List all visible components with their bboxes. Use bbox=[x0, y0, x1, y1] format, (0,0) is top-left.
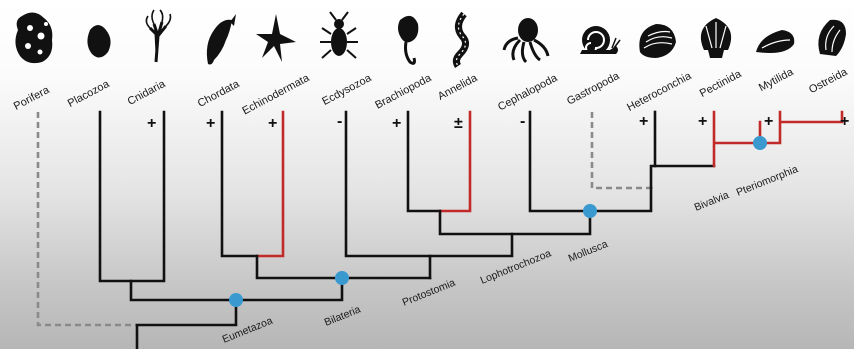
taxon-label-gastropoda: Gastropoda bbox=[565, 70, 622, 108]
mark-annelida: ± bbox=[454, 115, 463, 132]
branch-bivalve-stem bbox=[651, 166, 714, 188]
mark-cephalopoda: - bbox=[520, 113, 525, 130]
taxon-label-placozoa: Placozoa bbox=[66, 78, 112, 110]
mark-heteroconchia: + bbox=[639, 113, 648, 130]
branch-chordata bbox=[222, 112, 257, 256]
clade-label-bivalvia: Bivalvia bbox=[693, 189, 731, 214]
branch-lophotrochozoa-inner bbox=[440, 211, 590, 234]
node-mollusca bbox=[583, 204, 597, 218]
branch-protostome-split bbox=[430, 234, 512, 256]
clam-icon bbox=[639, 24, 676, 58]
mussel-icon bbox=[756, 30, 794, 53]
oyster-icon bbox=[818, 20, 846, 56]
taxon-label-mytilida: Mytilida bbox=[757, 66, 796, 95]
mark-mytilida: + bbox=[764, 113, 773, 130]
snail-icon bbox=[580, 26, 620, 54]
mark-echinodermata: + bbox=[268, 115, 277, 132]
taxon-label-chordata: Chordata bbox=[196, 78, 242, 110]
taxon-label-echinodermata: Echinodermata bbox=[240, 72, 312, 118]
clade-label-protostomia: Protostomia bbox=[401, 277, 458, 309]
mark-ecdysozoa: - bbox=[337, 113, 342, 130]
clade-label-eumetazoa: Eumetazoa bbox=[221, 315, 275, 346]
taxon-label-ostreida: Ostreida bbox=[807, 66, 850, 97]
clade-label-lophotrochozoa: Lophotrochozoa bbox=[479, 247, 553, 286]
node-eumetazoa bbox=[229, 293, 243, 307]
taxon-label-heteroconchia: Heteroconchia bbox=[625, 70, 694, 114]
starfish-icon bbox=[256, 14, 296, 62]
placozoan-icon bbox=[87, 25, 110, 58]
taxon-label-pectinida: Pectinida bbox=[698, 68, 744, 100]
hydra-icon bbox=[146, 10, 170, 62]
taxon-label-cnidaria: Cnidaria bbox=[126, 78, 169, 108]
worm-icon bbox=[456, 14, 465, 66]
clade-label-mollusca: Mollusca bbox=[567, 238, 610, 265]
insect-icon bbox=[320, 12, 358, 58]
mark-pectinida: + bbox=[698, 113, 707, 130]
branch-echinodermata bbox=[257, 112, 283, 256]
branch-pteriomorphia bbox=[714, 112, 842, 166]
scallop-icon bbox=[701, 18, 731, 58]
mark-chordata: + bbox=[206, 115, 215, 132]
taxon-label-annelida: Annelida bbox=[436, 72, 480, 103]
clade-label-bilateria: Bilateria bbox=[323, 303, 363, 328]
mark-brachiopoda: + bbox=[392, 115, 401, 132]
branch-root bbox=[137, 300, 236, 349]
branch-ecdysozoa bbox=[346, 112, 430, 278]
node-bilateria bbox=[335, 271, 349, 285]
taxon-label-brachiopoda: Brachiopoda bbox=[373, 72, 434, 112]
mark-ostreida: + bbox=[840, 113, 849, 130]
mark-cnidaria: + bbox=[147, 115, 156, 132]
brachiopod-icon bbox=[398, 16, 418, 64]
octopus-icon bbox=[504, 18, 548, 62]
branch-placozoa bbox=[100, 112, 164, 281]
taxon-label-cephalopoda: Cephalopoda bbox=[496, 72, 560, 114]
sponge-icon bbox=[15, 12, 52, 63]
node-pteriomorphia bbox=[753, 136, 767, 150]
fish-icon bbox=[207, 14, 236, 65]
clade-label-pteriomorphia: Pteriomorphia bbox=[735, 163, 800, 199]
taxon-label-porifera: Porifera bbox=[12, 84, 52, 113]
branch-cephalopoda bbox=[530, 112, 651, 211]
branch-brachiopoda bbox=[408, 112, 440, 211]
branch-porifera bbox=[38, 112, 137, 325]
taxon-label-ecdysozoa: Ecdysozoa bbox=[320, 72, 374, 108]
